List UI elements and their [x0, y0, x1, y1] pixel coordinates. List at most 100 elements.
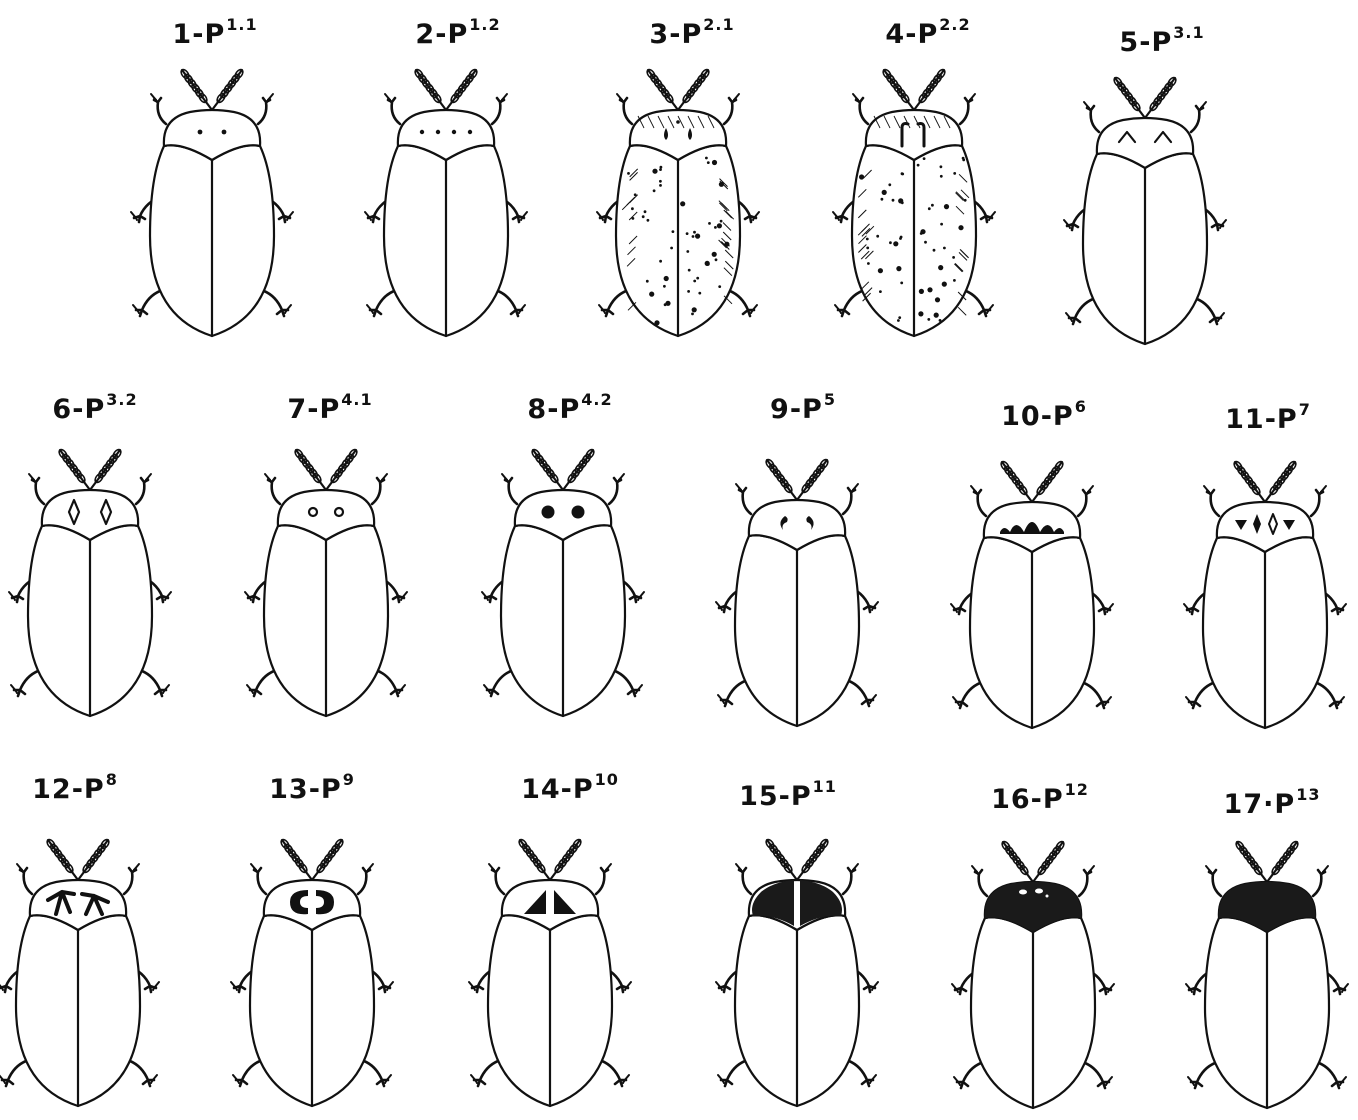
right-antenna — [797, 838, 829, 880]
left-leg-1 — [1207, 490, 1219, 516]
specimen-label: 14-P10 — [521, 775, 619, 808]
pattern-superscript: 13 — [1296, 785, 1320, 804]
right-antenna — [312, 838, 344, 880]
beetle-drawing — [707, 828, 887, 1118]
beetle-pronotum-pattern-plate: 1-P1.12-P1.23-P2.14-P2.25-P3.16-P3.27-P4… — [0, 0, 1358, 1048]
left-leg-1 — [739, 488, 751, 514]
left-leg-1 — [32, 478, 44, 504]
beetle-3 — [597, 68, 759, 336]
left-leg-1 — [974, 490, 986, 516]
specimen-label: 15-P11 — [739, 782, 837, 815]
right-antenna — [797, 458, 829, 500]
label-separator: · — [1263, 789, 1274, 820]
specimen-label: 9-P5 — [770, 395, 836, 428]
label-separator: - — [1031, 784, 1043, 815]
label-separator: - — [561, 774, 573, 805]
pattern-letter: P — [447, 19, 468, 50]
beetle-drawing — [942, 450, 1122, 740]
left-antenna — [1000, 460, 1032, 502]
beetle-drawing — [236, 438, 416, 728]
pattern-letter: P — [319, 394, 340, 425]
pattern-superscript: 2.1 — [703, 15, 734, 34]
left-antenna — [46, 838, 78, 880]
pattern-letter: P — [1274, 789, 1295, 820]
specimen-number: 15 — [739, 781, 779, 812]
left-antenna — [1001, 840, 1033, 882]
right-antenna — [78, 838, 110, 880]
label-separator: - — [72, 774, 84, 805]
specimen-label: 4-P2.2 — [885, 20, 970, 53]
label-separator: - — [72, 394, 84, 425]
specimen-label: 12-P8 — [32, 775, 118, 808]
pattern-superscript: 2.2 — [939, 15, 970, 34]
label-separator: - — [790, 394, 802, 425]
right-leg-1 — [960, 98, 972, 124]
right-leg-1 — [843, 488, 855, 514]
right-leg-1 — [1078, 490, 1090, 516]
right-antenna — [1145, 76, 1177, 118]
specimen-number: 6 — [52, 394, 72, 425]
pronotum-mark — [222, 130, 227, 135]
beetle-drawing — [222, 828, 402, 1118]
beetle-drawing — [707, 448, 887, 738]
pattern-letter: P — [321, 774, 342, 805]
specimen-number: 8 — [527, 394, 547, 425]
right-antenna — [212, 68, 244, 110]
right-antenna — [1265, 460, 1297, 502]
left-antenna — [518, 838, 550, 880]
beetle-drawing — [356, 58, 536, 348]
beetle-drawing — [824, 58, 1004, 348]
pattern-letter: P — [917, 19, 938, 50]
right-leg-1 — [492, 98, 504, 124]
specimen-number: 12 — [32, 774, 72, 805]
pronotum-mark — [436, 130, 440, 134]
left-leg-1 — [975, 870, 987, 896]
pattern-letter: P — [1277, 404, 1298, 435]
left-antenna — [765, 458, 797, 500]
beetle-drawing — [460, 828, 640, 1118]
specimen-label: 16-P12 — [991, 785, 1089, 818]
specimen-label: 8-P4.2 — [527, 395, 612, 428]
right-antenna — [678, 68, 710, 110]
specimen-number: 1 — [172, 19, 192, 50]
beetle-drawing — [122, 58, 302, 348]
label-separator: - — [1265, 404, 1277, 435]
pattern-letter: P — [559, 394, 580, 425]
pattern-superscript: 9 — [343, 770, 355, 789]
beetle-7 — [245, 448, 407, 716]
pronotum-mark — [572, 506, 585, 519]
beetle-drawing — [1177, 830, 1357, 1120]
beetle-17 — [1186, 840, 1348, 1108]
right-antenna — [563, 448, 595, 490]
specimen-number: 5 — [1119, 27, 1139, 58]
specimen-number: 14 — [521, 774, 561, 805]
specimen-number: 3 — [649, 19, 669, 50]
specimen-number: 16 — [991, 784, 1031, 815]
pattern-letter: P — [204, 19, 225, 50]
label-separator: - — [309, 774, 321, 805]
specimen-label: 2-P1.2 — [415, 20, 500, 53]
beetle-15 — [716, 838, 878, 1106]
pattern-letter: P — [84, 394, 105, 425]
specimen-label: 13-P9 — [269, 775, 355, 808]
label-separator: - — [779, 781, 791, 812]
left-antenna — [180, 68, 212, 110]
pattern-superscript: 7 — [1299, 400, 1311, 419]
pattern-letter: P — [802, 394, 823, 425]
left-leg-1 — [1087, 106, 1099, 132]
left-antenna — [646, 68, 678, 110]
left-antenna — [294, 448, 326, 490]
pronotum-mark — [420, 130, 424, 134]
left-leg-1 — [492, 868, 504, 894]
pattern-letter: P — [84, 774, 105, 805]
pattern-letter: P — [1043, 784, 1064, 815]
right-leg-1 — [1311, 490, 1323, 516]
pronotum-mark — [452, 130, 456, 134]
pronotum-mark — [198, 130, 203, 135]
specimen-label: 6-P3.2 — [52, 395, 137, 428]
right-leg-1 — [609, 478, 621, 504]
pattern-superscript: 5 — [824, 390, 836, 409]
left-antenna — [1233, 460, 1265, 502]
right-antenna — [1032, 460, 1064, 502]
beetle-10 — [951, 460, 1113, 728]
